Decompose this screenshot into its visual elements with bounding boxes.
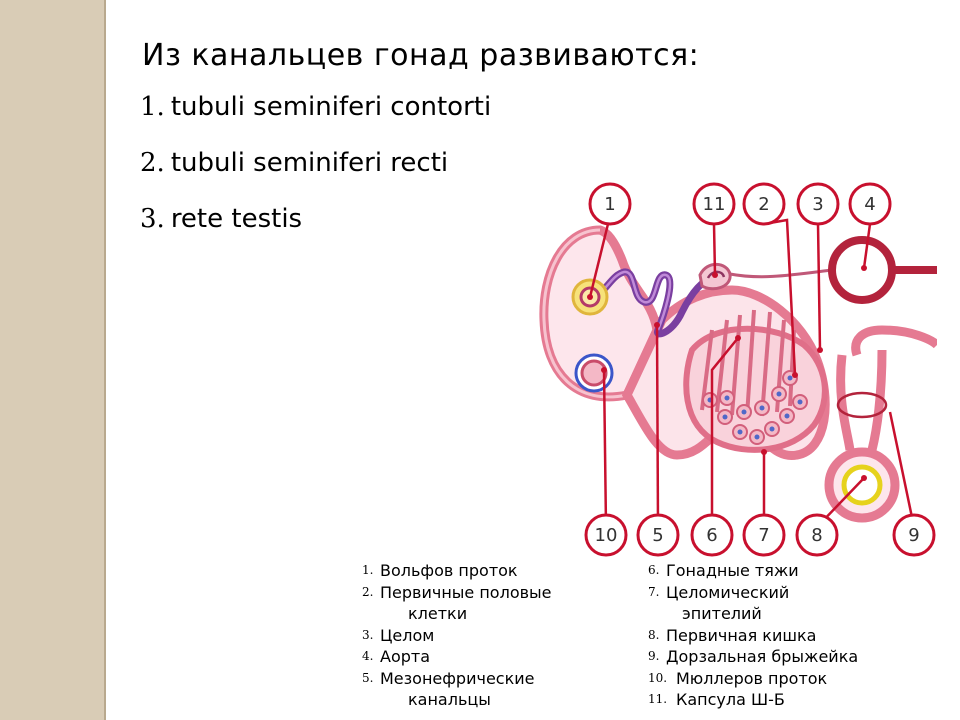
callout-8: 8 (795, 513, 839, 557)
primary-gut (824, 447, 900, 523)
legend-number: 3. (362, 627, 374, 642)
callout-label: 6 (706, 525, 717, 546)
legend-text: Вольфов проток (380, 561, 518, 580)
callout-11: 11 (692, 182, 736, 226)
list-number: 3. (140, 204, 165, 234)
legend-number: 4. (362, 649, 374, 663)
legend-item: 11. Капсула Ш-Б (648, 689, 938, 711)
callout-3: 3 (796, 182, 840, 226)
callout-label: 4 (864, 194, 875, 215)
callout-7: 7 (742, 513, 786, 557)
legend-item: 9. Дорзальная брыжейка (648, 646, 938, 668)
legend-continuation: клетки (408, 604, 468, 623)
legend-text: Первичные половые (380, 582, 552, 602)
legend-number: 2. (362, 584, 374, 599)
legend-item: 5. Мезонефрические (362, 668, 634, 690)
callout-5: 5 (636, 513, 680, 557)
list-number: 1. (140, 92, 165, 122)
legend-text: Целомический (666, 582, 790, 602)
legend-item: 1. Вольфов проток (362, 560, 634, 582)
decorative-side-bar (0, 0, 106, 720)
legend-number: 9. (648, 649, 660, 663)
callout-6: 6 (690, 513, 734, 557)
legend-text: Мюллеров проток (676, 668, 828, 688)
callout-4: 4 (848, 182, 892, 226)
legend-item: 3. Целом (362, 625, 634, 647)
legend-item: 7. Целомический (648, 582, 938, 604)
callout-label: 9 (908, 525, 919, 546)
legend-continuation: канальцы (408, 690, 491, 709)
callout-label: 3 (812, 194, 823, 215)
list-text: tubuli seminiferi contorti (170, 92, 492, 122)
callout-label: 8 (811, 525, 822, 546)
list-text: tubuli seminiferi recti (170, 148, 449, 178)
legend-number: 10. (648, 670, 668, 685)
callout-9: 9 (892, 513, 936, 557)
legend-number: 11. (648, 692, 668, 706)
list-item: 3. rete testis (140, 204, 491, 260)
legend-number: 5. (362, 670, 374, 685)
callout-label: 5 (652, 525, 663, 546)
list-number: 2. (140, 148, 165, 178)
callout-10: 10 (584, 513, 628, 557)
legend-item: 2. Первичные половые (362, 582, 634, 604)
callout-2: 2 (742, 182, 786, 226)
legend-text: Гонадные тяжи (666, 561, 799, 580)
legend-item: 8. Первичная кишка (648, 625, 938, 647)
legend-number: 7. (648, 584, 660, 599)
legend-text: Целом (380, 625, 435, 645)
legend-number: 8. (648, 627, 660, 642)
callout-label: 7 (758, 525, 769, 546)
legend-text: Первичная кишка (666, 625, 817, 645)
numbered-list: 1. tubuli seminiferi contorti 2. tubuli … (140, 92, 491, 260)
legend-item: 4. Аорта (362, 646, 634, 668)
legend-item: 6. Гонадные тяжи (648, 560, 938, 582)
legend-number: 1. (362, 563, 374, 577)
legend-text: Аорта (380, 647, 431, 666)
legend-continuation: эпителий (682, 604, 762, 623)
legend-left-column: 1. Вольфов проток 2. Первичные половые кле… (362, 560, 634, 711)
callout-label: 1 (604, 194, 615, 215)
list-item: 1. tubuli seminiferi contorti (140, 92, 491, 148)
list-text: rete testis (170, 204, 303, 234)
slide-title: Из канальцев гонад развиваются: (142, 38, 700, 73)
legend-right-column: 6.Гонадные тяжи 7.Целомический эпителий … (648, 560, 938, 711)
callout-label: 11 (703, 194, 726, 215)
callout-1: 1 (588, 182, 632, 226)
list-item: 2. tubuli seminiferi recti (140, 148, 491, 204)
legend-text: Дорзальная брыжейка (666, 647, 859, 666)
callout-label: 10 (595, 525, 618, 546)
legend-text: Капсула Ш-Б (676, 690, 785, 709)
callout-label: 2 (758, 194, 769, 215)
legend-item: 10. Мюллеров проток (648, 668, 938, 690)
legend-text: Мезонефрические (380, 668, 535, 688)
gonad-diagram: 1 11 2 3 4 10 5 6 7 8 9 (532, 180, 937, 565)
mullerian-duct (574, 353, 614, 393)
dorsal-mesentery (851, 325, 937, 357)
legend-number: 6. (648, 563, 660, 577)
